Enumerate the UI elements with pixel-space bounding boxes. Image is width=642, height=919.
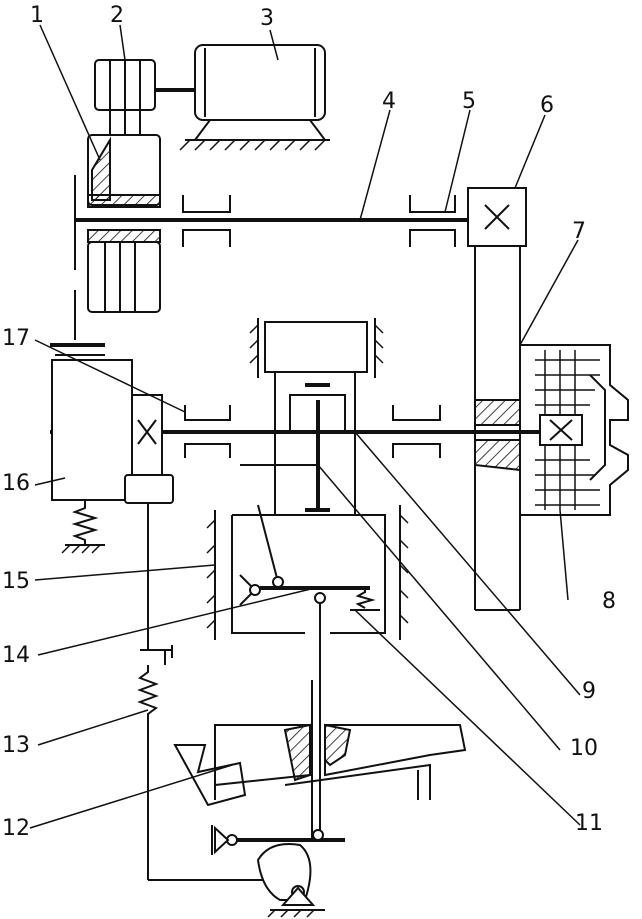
label-12: 12 — [2, 816, 30, 841]
cam-mechanism — [211, 825, 345, 918]
spring-linkage — [137, 503, 270, 881]
control-box — [206, 504, 409, 680]
label-2: 2 — [110, 3, 124, 28]
label-17: 17 — [2, 326, 30, 351]
label-8: 8 — [602, 589, 616, 614]
label-7: 7 — [572, 219, 586, 244]
electric-motor — [155, 44, 330, 151]
label-6: 6 — [540, 93, 554, 118]
upper-shaft — [75, 195, 468, 247]
bevel-gear-unit — [467, 187, 527, 611]
part-labels: 1 2 3 4 5 6 7 8 9 10 11 12 13 14 15 16 1… — [2, 3, 616, 841]
leader-lines — [29, 24, 581, 829]
ram-crank — [240, 318, 384, 515]
label-1: 1 — [30, 3, 44, 28]
label-5: 5 — [462, 89, 476, 114]
label-14: 14 — [2, 643, 30, 668]
label-9: 9 — [582, 679, 596, 704]
label-4: 4 — [382, 89, 396, 114]
label-13: 13 — [2, 733, 30, 758]
clutch-housing — [519, 344, 629, 516]
label-16: 16 — [2, 471, 30, 496]
label-11: 11 — [575, 811, 603, 836]
belt-drive-pulleys — [74, 59, 161, 340]
left-clutch-block — [50, 343, 174, 554]
label-3: 3 — [260, 6, 274, 31]
label-10: 10 — [570, 736, 598, 761]
label-15: 15 — [2, 569, 30, 594]
table-workpiece — [173, 680, 467, 840]
